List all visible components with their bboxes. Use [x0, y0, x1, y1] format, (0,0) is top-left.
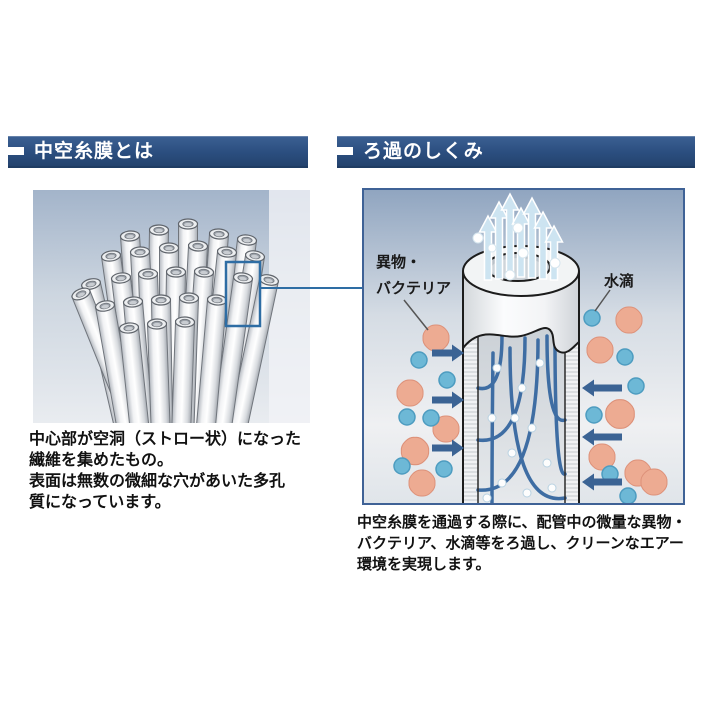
caption-line: 中心部が空洞（ストロー状）になった [29, 429, 302, 448]
section-title: ろ過のしくみ [363, 140, 484, 162]
diagram-labels: 異物・ バクテリア 水滴 [376, 253, 634, 331]
filtration-caption: 中空糸膜を通過する際に、配管中の微量な異物・ バクテリア、水滴等をろ過し、クリー… [357, 512, 702, 575]
filtration-diagram: 異物・ バクテリア 水滴 [364, 190, 683, 503]
section-header-hollow-fiber: 中空糸膜とは [0, 136, 308, 168]
hollow-fiber-caption: 中心部が空洞（ストロー状）になった 繊維を集めたもの。 表面は無数の微細な穴があ… [29, 428, 319, 512]
header-dash-icon [0, 147, 24, 155]
cutaway-edge [462, 326, 580, 354]
hollow-fiber-bundle-panel [33, 190, 310, 423]
connector-line [259, 287, 362, 289]
caption-line: 表面は無数の微細な穴があいた多孔 [29, 471, 286, 490]
foreign-matter-label: 異物・ [376, 253, 421, 271]
inflow-arrows [432, 344, 622, 491]
filtration-diagram-panel: 異物・ バクテリア 水滴 [362, 188, 685, 505]
water-droplet-label: 水滴 [604, 272, 634, 290]
hollow-fiber-bundle-illustration [33, 190, 310, 423]
highlight-box [224, 260, 262, 328]
caption-line: 環境を実現します。 [357, 555, 491, 573]
header-dash-icon [329, 147, 353, 155]
foreign-matter-label-line2: バクテリア [376, 279, 451, 297]
tube-front-face [463, 271, 579, 353]
foreign-matter-pointer-line [403, 299, 429, 331]
caption-line: 繊維を集めたもの。 [29, 450, 174, 469]
section-title: 中空糸膜とは [34, 140, 155, 162]
section-header-filtration: ろ過のしくみ [329, 136, 695, 168]
foreign-matter-particles-left [393, 324, 460, 497]
escaped-air-dots [472, 222, 561, 281]
water-droplet-pointer-line [594, 289, 611, 312]
caption-line: 質になっています。 [29, 492, 171, 511]
streamlines [476, 334, 567, 503]
caption-line: バクテリア、水滴等をろ過し、クリーンなエアー [357, 534, 684, 552]
caption-line: 中空糸膜を通過する際に、配管中の微量な異物・ [357, 513, 687, 531]
clean-air-dots [482, 358, 557, 503]
water-droplets-left [393, 351, 456, 478]
